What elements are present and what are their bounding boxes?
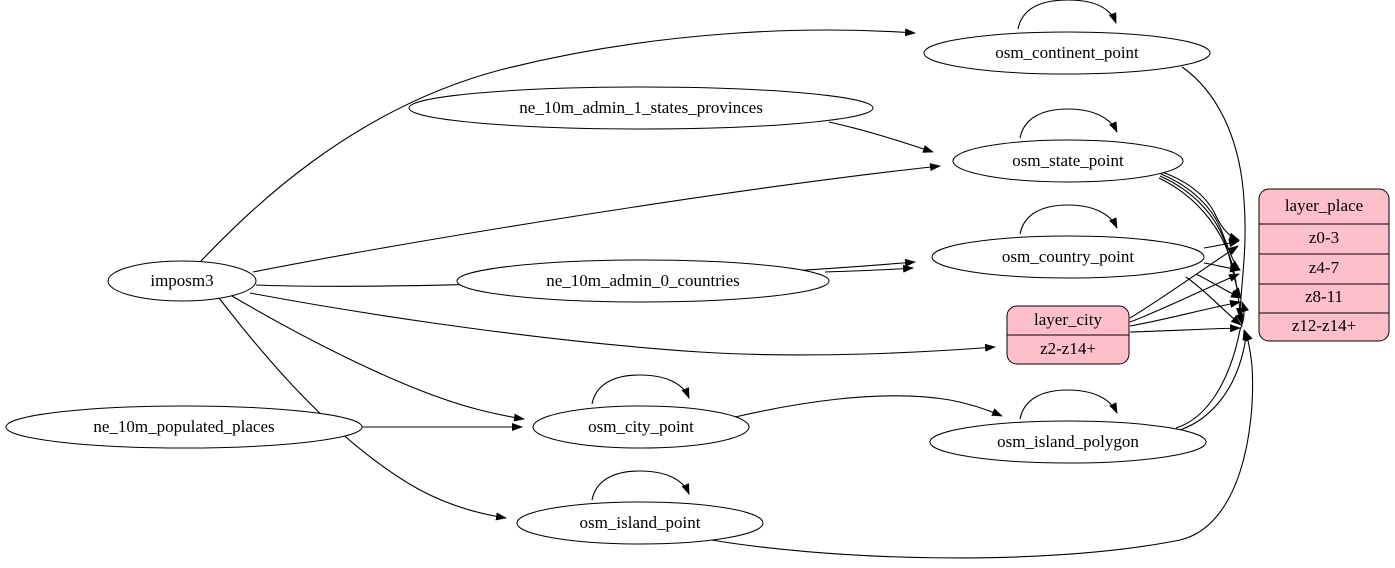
record-layer_city[interactable]: layer_city z2-z14+: [1006, 305, 1130, 365]
nodes-layer: imposm3 ne_10m_admin_1_states_provinces …: [5, 31, 1211, 545]
node-ne_10m_populated_places-label: ne_10m_populated_places: [93, 417, 274, 436]
edge-osm_country_point-to-layer_place_z4: [1203, 262, 1241, 273]
record-layer_city-title: layer_city: [1034, 310, 1102, 329]
edge-osm_country_point-to-layer_place_z0: [1203, 239, 1240, 249]
edge-osm_island_point-to-layer_place_z12: [699, 330, 1254, 559]
selfloop-osm_island_polygon: [1019, 389, 1118, 420]
node-ne_10m_populated_places-shape[interactable]: [5, 405, 363, 449]
edge-osm_state_point-to-layer_place_z0: [1161, 171, 1240, 241]
record-layer_place-row-z12[interactable]: z12-z14+: [1292, 316, 1356, 335]
edge-osm_state_point-to-layer_place_z4: [1160, 173, 1241, 271]
edge-osm_city_point-to-osm_island_polygon: [730, 395, 1003, 419]
node-osm_continent_point-shape[interactable]: [923, 31, 1211, 75]
edge-ne_admin0-to-osm_country_point: [824, 264, 914, 273]
edge-layer_city-to-layer_place_z0: [1129, 245, 1239, 319]
node-osm_state_point-shape[interactable]: [952, 139, 1184, 183]
selfloop-osm_island_point: [591, 470, 690, 501]
node-osm_continent_point[interactable]: osm_continent_point: [923, 31, 1211, 75]
node-osm_continent_point-label: osm_continent_point: [995, 43, 1139, 62]
node-osm_country_point[interactable]: osm_country_point: [931, 235, 1205, 279]
edge-layer_city-to-layer_place_z4: [1129, 273, 1240, 323]
edge-osm_state_point-to-layer_place_z12: [1158, 177, 1244, 325]
edge-imposm3-to-layer_city: [249, 292, 996, 356]
record-layer_place-row-z4[interactable]: z4-7: [1309, 258, 1340, 277]
node-osm_city_point-label: osm_city_point: [588, 417, 694, 436]
node-ne_10m_admin_0_countries[interactable]: ne_10m_admin_0_countries: [456, 259, 830, 303]
node-ne_10m_admin_1_states_provinces-label: ne_10m_admin_1_states_provinces: [519, 98, 763, 117]
node-imposm3-shape[interactable]: [107, 260, 257, 302]
selfloop-osm_continent_point: [1017, 0, 1117, 30]
record-layer_place-box[interactable]: [1258, 188, 1390, 342]
record-layer_city-row-z2[interactable]: z2-z14+: [1040, 339, 1096, 358]
node-osm_state_point[interactable]: osm_state_point: [952, 139, 1184, 183]
edge-imposm3-to-osm_state_point: [252, 163, 941, 273]
edge-osm_country_point-to-layer_place_z12: [1185, 276, 1242, 326]
node-ne_10m_admin_1_states_provinces-shape[interactable]: [408, 86, 874, 130]
edge-osm_country_point-to-layer_place_z8: [1195, 273, 1242, 299]
node-osm_island_polygon-label: osm_island_polygon: [997, 432, 1139, 451]
record-layer_place-row-z8[interactable]: z8-11: [1305, 287, 1343, 306]
node-osm_city_point-shape[interactable]: [532, 405, 750, 449]
edge-imposm3-to-osm_island_point: [218, 297, 507, 521]
node-osm_island_polygon[interactable]: osm_island_polygon: [929, 420, 1207, 464]
node-ne_10m_admin_1_states_provinces[interactable]: ne_10m_admin_1_states_provinces: [408, 86, 874, 130]
edge-osm_continent_point-to-layer_place_z12: [1181, 66, 1246, 319]
node-osm_city_point[interactable]: osm_city_point: [532, 405, 750, 449]
record-layer_place[interactable]: layer_place z0-3 z4-7 z8-11 z12-z14+: [1258, 188, 1390, 342]
edge-imposm3-to-osm_city_point: [231, 295, 525, 422]
node-imposm3-label: imposm3: [150, 271, 213, 290]
node-osm_island_point[interactable]: osm_island_point: [516, 501, 764, 545]
edge-layer_city-to-layer_place_z8: [1129, 300, 1241, 327]
selfloop-osm_state_point: [1019, 108, 1118, 139]
record-layer_place-row-z0[interactable]: z0-3: [1309, 228, 1339, 247]
node-osm_country_point-shape[interactable]: [931, 235, 1205, 279]
records-layer: layer_city z2-z14+ layer_place z0-3 z4-7…: [1006, 188, 1390, 365]
record-layer_place-title: layer_place: [1285, 196, 1363, 215]
node-osm_island_point-label: osm_island_point: [580, 513, 701, 532]
edge-osm_island_polygon-to-layer_place_z12: [1179, 329, 1251, 431]
node-osm_island_point-shape[interactable]: [516, 501, 764, 545]
node-imposm3[interactable]: imposm3: [107, 260, 257, 302]
node-osm_state_point-label: osm_state_point: [1012, 151, 1124, 170]
edge-osm_island_polygon-to-layer_place_z8: [1175, 301, 1249, 429]
edge-imposm3-to-osm_continent_point: [199, 28, 916, 263]
node-ne_10m_populated_places[interactable]: ne_10m_populated_places: [5, 405, 363, 449]
node-osm_country_point-label: osm_country_point: [1002, 247, 1134, 266]
edges-layer: [199, 0, 1254, 559]
node-ne_10m_admin_0_countries-label: ne_10m_admin_0_countries: [546, 271, 740, 290]
node-ne_10m_admin_0_countries-shape[interactable]: [456, 259, 830, 303]
edge-layer_city-to-layer_place_z12: [1129, 324, 1241, 333]
selfloop-osm_country_point: [1019, 204, 1118, 235]
edge-ne_admin1-to-osm_state_point: [828, 121, 934, 153]
selfloop-osm_city_point: [591, 374, 690, 405]
node-osm_island_polygon-shape[interactable]: [929, 420, 1207, 464]
